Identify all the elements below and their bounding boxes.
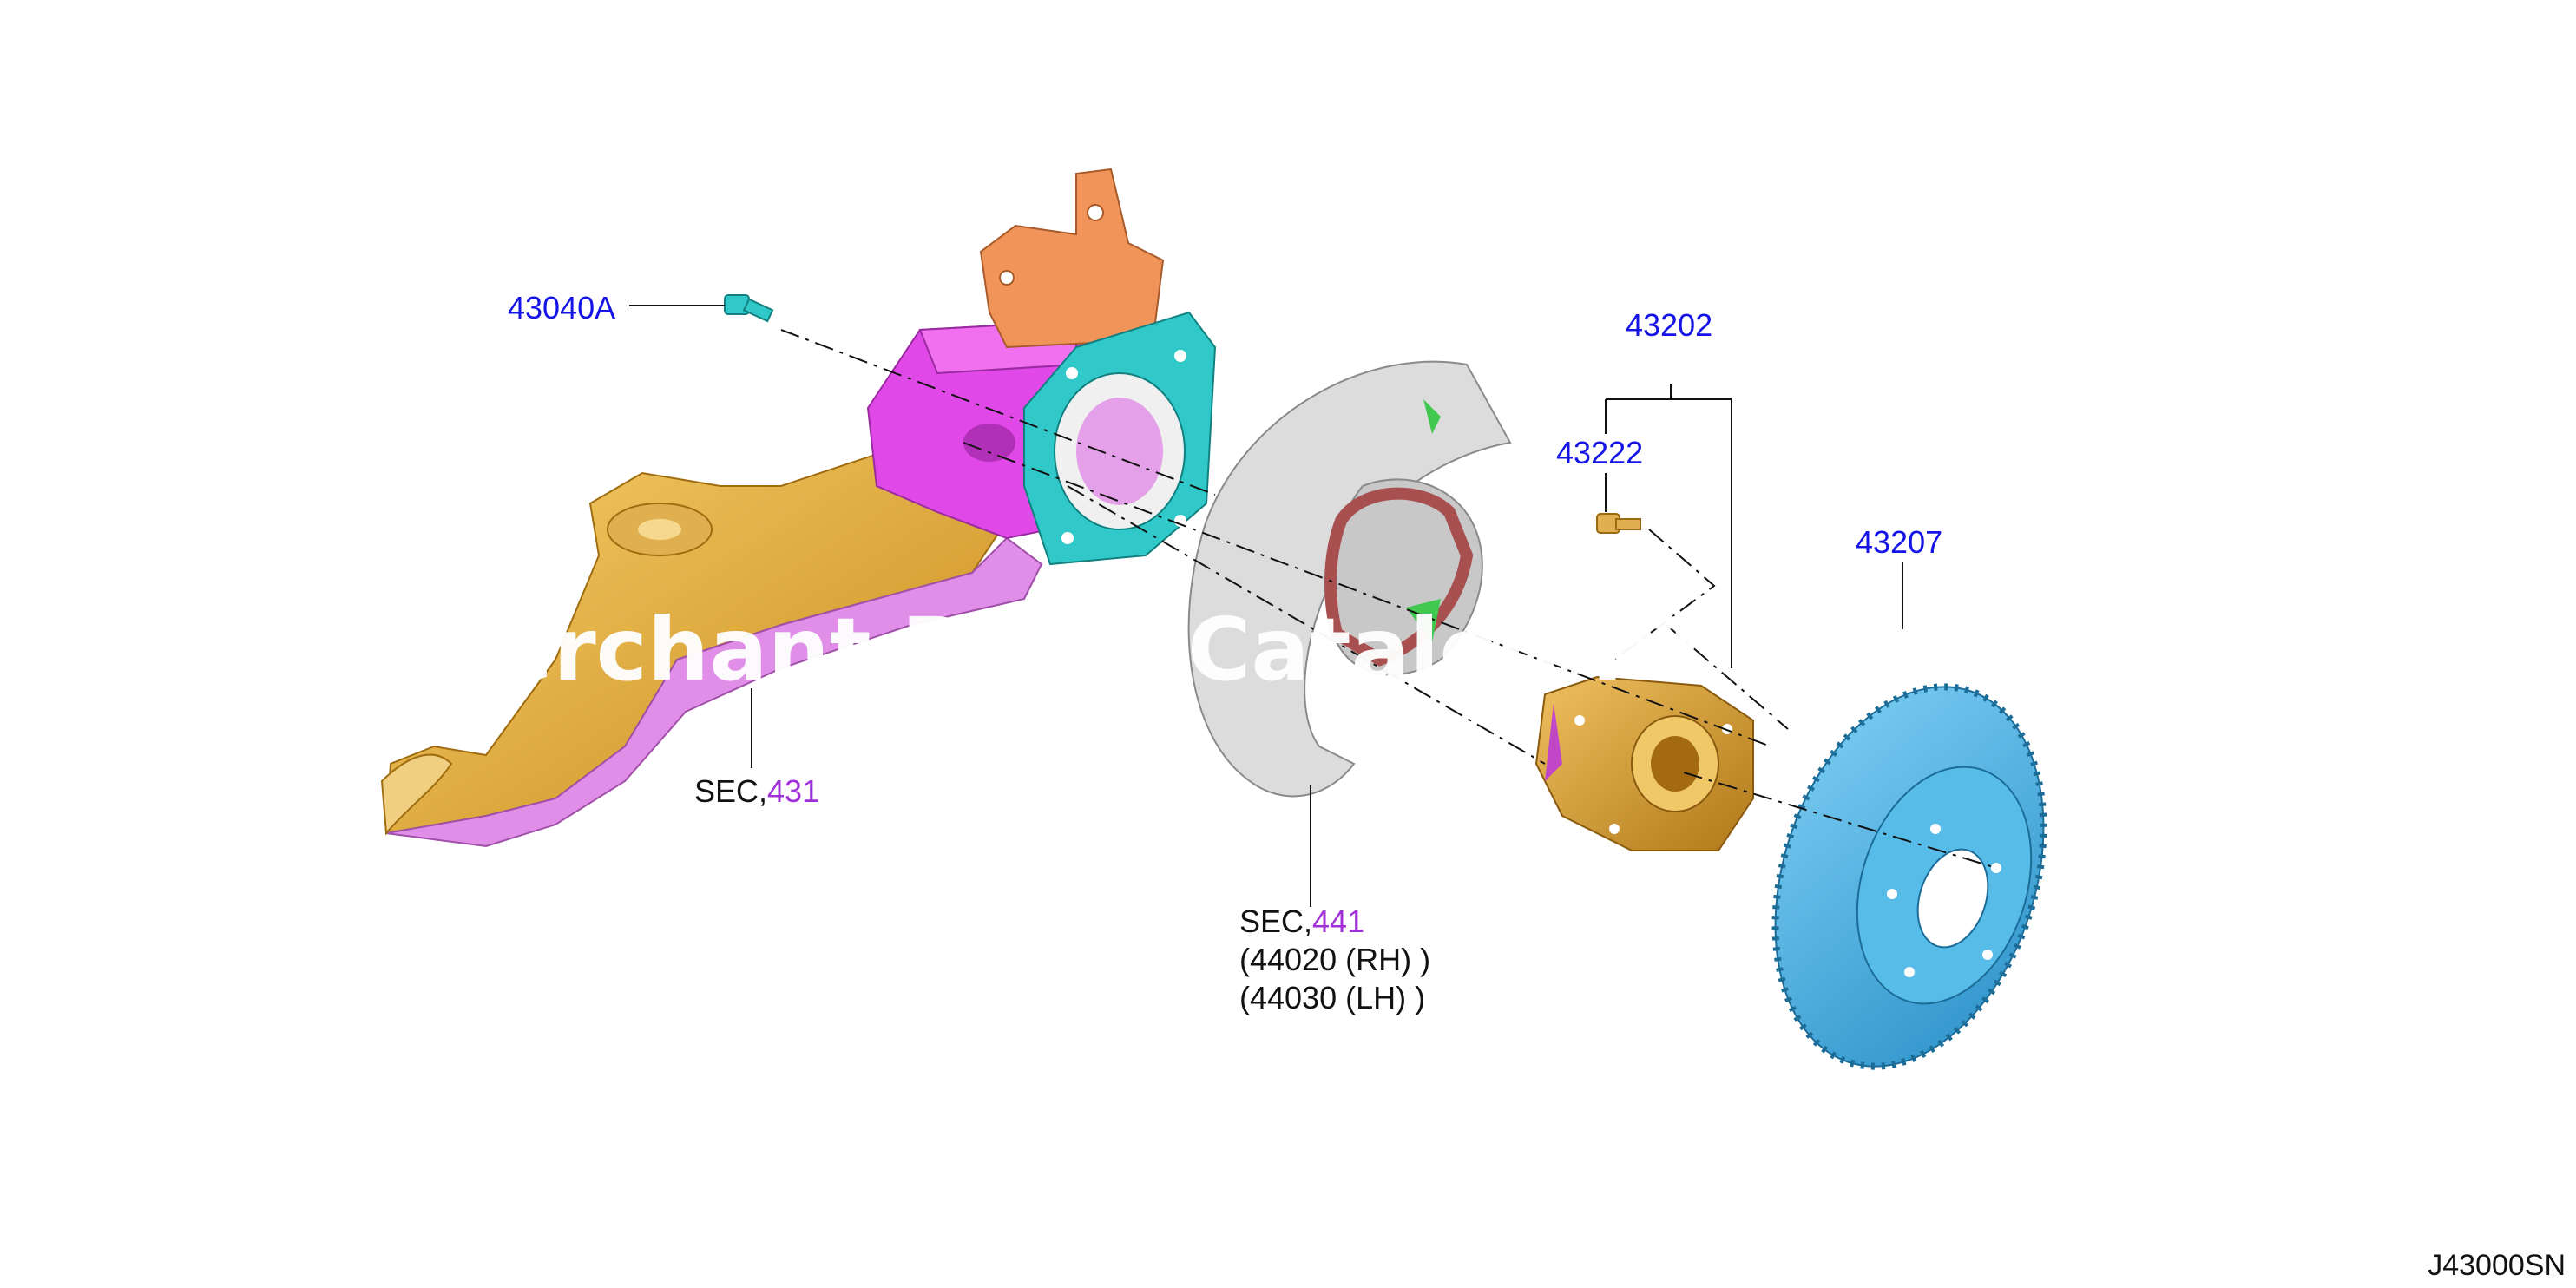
section-link-431[interactable]: 431 [767, 773, 820, 809]
section-link-441[interactable]: 441 [1312, 904, 1365, 939]
section-ref-431: SEC,431 [694, 772, 819, 811]
mounting-flange [1023, 311, 1217, 566]
callout-43222[interactable]: 43222 [1556, 435, 1644, 470]
lh-part-note: (44030 (LH) ) [1239, 980, 1426, 1015]
section-ref-431-prefix: SEC, [694, 773, 768, 809]
backing-plate[interactable] [1187, 360, 1512, 798]
section-ref-441-prefix: SEC, [1239, 904, 1313, 939]
assembly-lines [780, 329, 1997, 869]
leader-lines [629, 305, 1903, 907]
diagram-code: J43000SN [2428, 1249, 2566, 1282]
suspension-arm [380, 432, 1043, 848]
brake-rotor[interactable] [1730, 652, 2090, 1101]
rh-part-note: (44020 (RH) ) [1239, 942, 1431, 977]
callout-43207[interactable]: 43207 [1856, 524, 1943, 560]
callout-43040a[interactable]: 43040A [508, 290, 616, 325]
hub-bolt-43222[interactable] [1596, 513, 1641, 534]
section-ref-441: SEC,441 (44020 (RH) ) (44030 (LH) ) [1239, 903, 1430, 1017]
bolt-43040a[interactable] [724, 294, 774, 323]
hub-assembly[interactable] [1534, 675, 1754, 851]
callout-43202[interactable]: 43202 [1626, 307, 1713, 343]
bracket [979, 168, 1165, 349]
